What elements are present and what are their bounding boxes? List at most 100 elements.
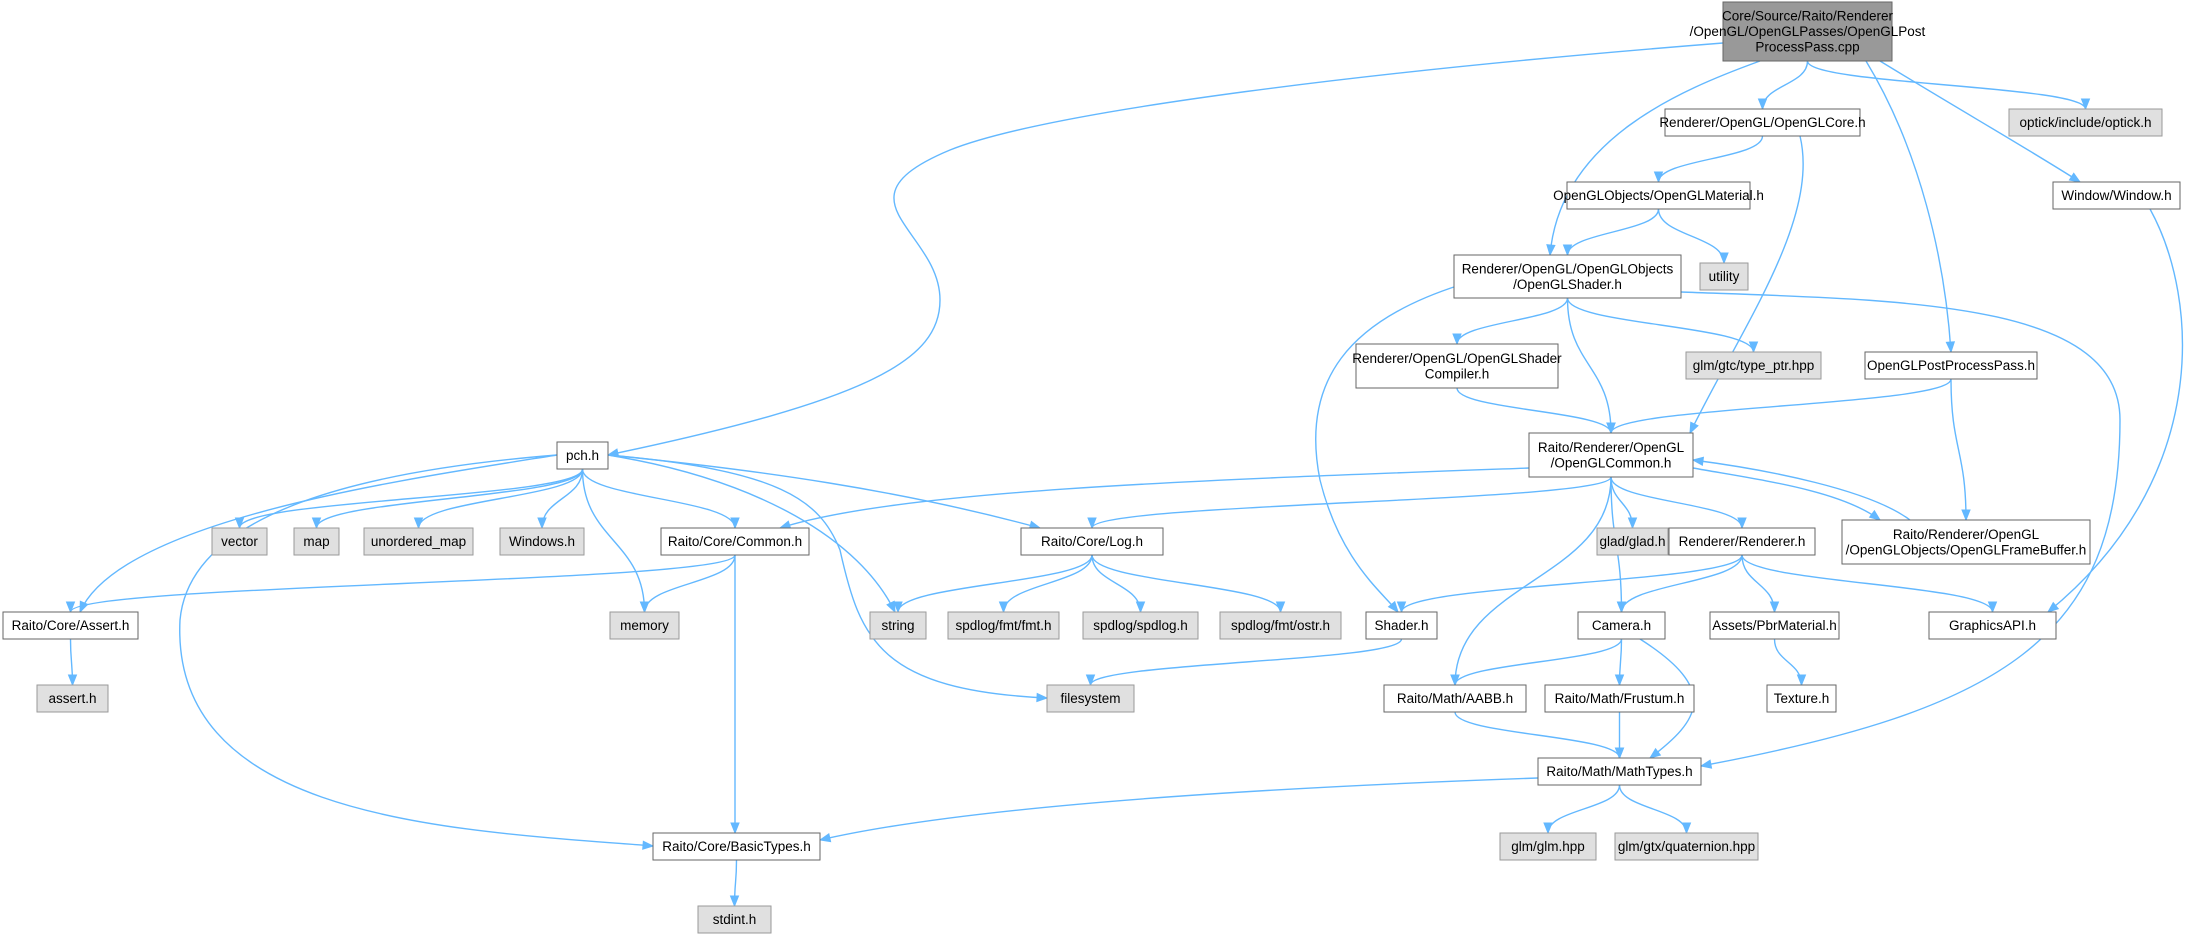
edge-pch-to-core_log bbox=[607, 454, 1042, 530]
edge-line bbox=[1091, 554, 1282, 613]
node-graphics-api[interactable]: GraphicsAPI.h bbox=[1928, 611, 2057, 640]
edge-arrowhead bbox=[1614, 674, 1625, 687]
node-window[interactable]: Window/Window.h bbox=[2052, 181, 2181, 210]
node-pbr-material[interactable]: Assets/PbrMaterial.h bbox=[1709, 611, 1840, 640]
node-shader-h[interactable]: Shader.h bbox=[1365, 611, 1438, 640]
edge-math_types-to-glm_hpp bbox=[1543, 784, 1621, 835]
node-box bbox=[1020, 527, 1164, 556]
node-box bbox=[499, 527, 585, 556]
node-label: Raito/Core/Common.h bbox=[668, 534, 802, 549]
node-label: OpenGLPostProcessPass.h bbox=[1867, 358, 2035, 373]
node-string: string bbox=[869, 611, 927, 640]
edge-line bbox=[1091, 476, 1612, 529]
node-box bbox=[1841, 519, 2091, 565]
edges-layer bbox=[65, 42, 2184, 908]
edge-root-to-pch bbox=[606, 42, 1724, 458]
edge-line bbox=[643, 554, 736, 613]
node-aabb[interactable]: Raito/Math/AABB.h bbox=[1383, 684, 1527, 713]
node-box bbox=[1528, 432, 1694, 478]
edge-root-to-opengl_core bbox=[1757, 60, 1809, 111]
edge-opengl_common-to-core_common bbox=[778, 467, 1530, 530]
node-framebuffer[interactable]: Raito/Renderer/OpenGL/OpenGLObjects/Open… bbox=[1841, 519, 2091, 565]
node-frustum[interactable]: Raito/Math/Frustum.h bbox=[1544, 684, 1695, 713]
node-core-assert[interactable]: Raito/Core/Assert.h bbox=[2, 611, 139, 640]
node-post-pass-h[interactable]: OpenGLPostProcessPass.h bbox=[1864, 351, 2038, 380]
edge-line bbox=[1549, 60, 1761, 256]
edge-core_log-to-spdlog bbox=[1091, 554, 1146, 614]
edge-line bbox=[315, 468, 584, 529]
node-label: /OpenGLCommon.h bbox=[1551, 455, 1672, 470]
node-core-log[interactable]: Raito/Core/Log.h bbox=[1020, 527, 1164, 556]
node-box bbox=[1709, 611, 1840, 640]
node-optick: optick/include/optick.h bbox=[2008, 108, 2163, 137]
edge-root-to-post_pass_h bbox=[1865, 60, 1956, 354]
edge-root-to-optick bbox=[1806, 60, 2091, 111]
node-basic-types[interactable]: Raito/Core/BasicTypes.h bbox=[652, 832, 821, 861]
node-label: optick/include/optick.h bbox=[2019, 115, 2151, 130]
edge-line bbox=[1692, 467, 1881, 521]
edge-line bbox=[1566, 297, 1755, 353]
edge-line bbox=[1950, 378, 1967, 521]
edge-line bbox=[1002, 554, 1093, 613]
node-label: assert.h bbox=[48, 691, 96, 706]
edge-arrowhead bbox=[65, 601, 76, 614]
node-pch[interactable]: pch.h bbox=[556, 441, 609, 470]
node-unordered-map: unordered_map bbox=[363, 527, 474, 556]
edge-arrowhead bbox=[1691, 456, 1705, 467]
node-spdlog: spdlog/spdlog.h bbox=[1082, 611, 1199, 640]
node-label: spdlog/fmt/ostr.h bbox=[1231, 618, 1330, 633]
node-renderer-h[interactable]: Renderer/Renderer.h bbox=[1668, 527, 1816, 556]
node-math-types[interactable]: Raito/Math/MathTypes.h bbox=[1537, 757, 1702, 786]
node-box bbox=[1383, 684, 1527, 713]
edge-line bbox=[1692, 459, 1911, 521]
edge-arrowhead bbox=[1796, 674, 1807, 687]
edge-line bbox=[1456, 387, 1612, 434]
node-box bbox=[2008, 108, 2163, 137]
node-type-ptr: glm/gtc/type_ptr.hpp bbox=[1685, 351, 1822, 380]
edge-pch-to-windows_h bbox=[537, 468, 584, 530]
edge-pch-to-core_common bbox=[581, 468, 740, 530]
node-vector: vector bbox=[211, 527, 268, 556]
node-label: stdint.h bbox=[713, 912, 757, 927]
node-opengl-common[interactable]: Raito/Renderer/OpenGL/OpenGLCommon.h bbox=[1528, 432, 1694, 478]
node-label: glm/gtx/quaternion.hpp bbox=[1618, 839, 1755, 854]
node-box bbox=[1664, 108, 1861, 137]
edge-line bbox=[238, 468, 584, 529]
edge-arrowhead bbox=[818, 833, 832, 843]
node-opengl-shader[interactable]: Renderer/OpenGL/OpenGLObjects/OpenGLShad… bbox=[1453, 254, 1682, 299]
edge-arrowhead bbox=[1653, 171, 1664, 184]
edge-line bbox=[1680, 291, 2121, 767]
edge-line bbox=[1806, 60, 2087, 110]
edge-arrowhead bbox=[730, 822, 740, 835]
edge-arrowhead bbox=[639, 601, 650, 614]
edge-line bbox=[581, 468, 646, 613]
edge-aabb-to-math_types bbox=[1454, 711, 1625, 760]
edge-opengl_shader-to-type_ptr bbox=[1566, 297, 1759, 354]
node-core-common[interactable]: Raito/Core/Common.h bbox=[660, 527, 810, 556]
node-label: glm/gtc/type_ptr.hpp bbox=[1693, 358, 1815, 373]
edge-arrowhead bbox=[1275, 601, 1286, 614]
edge-arrowhead bbox=[1616, 601, 1627, 614]
edge-line bbox=[1689, 135, 1804, 434]
edge-arrowhead bbox=[1987, 601, 1998, 614]
edge-camera-to-aabb bbox=[1450, 638, 1623, 687]
node-label: Raito/Core/BasicTypes.h bbox=[662, 839, 811, 854]
node-label: utility bbox=[1709, 269, 1740, 284]
node-label: spdlog/fmt/fmt.h bbox=[955, 618, 1051, 633]
node-box bbox=[1668, 527, 1816, 556]
edge-root-to-opengl_shader bbox=[1546, 60, 1761, 257]
edge-line bbox=[1400, 554, 1743, 613]
node-label: Raito/Math/MathTypes.h bbox=[1546, 764, 1692, 779]
node-box bbox=[36, 684, 109, 713]
edge-arrowhead bbox=[67, 674, 78, 687]
node-opengl-material[interactable]: OpenGLObjects/OpenGLMaterial.h bbox=[1553, 181, 1764, 210]
node-opengl-core[interactable]: Renderer/OpenGL/OpenGLCore.h bbox=[1659, 108, 1866, 137]
edge-line bbox=[1865, 60, 1952, 353]
edge-line bbox=[1773, 638, 1803, 686]
node-label: Core/Source/Raito/Renderer bbox=[1722, 9, 1894, 24]
node-box bbox=[1864, 351, 2038, 380]
edge-arrowhead bbox=[1748, 341, 1759, 354]
node-texture[interactable]: Texture.h bbox=[1766, 684, 1837, 713]
node-camera[interactable]: Camera.h bbox=[1577, 611, 1666, 640]
